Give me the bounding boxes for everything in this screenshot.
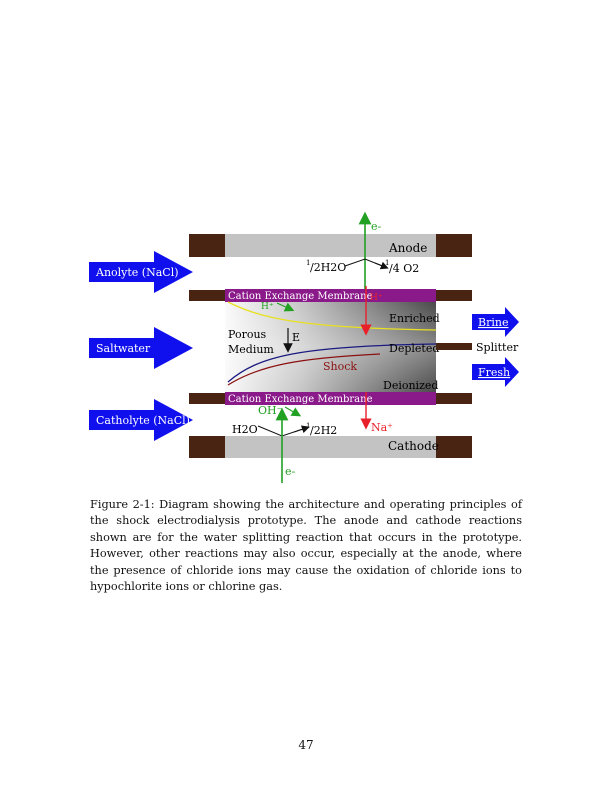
cathode-product: /2H2 <box>310 424 337 437</box>
anolyte-label: Anolyte (NaCl) <box>95 266 179 279</box>
anode-block-right <box>436 234 472 257</box>
figure-caption: Figure 2-1: Diagram showing the architec… <box>90 498 522 594</box>
depleted-curve <box>227 343 437 383</box>
hydroxide-label: OH⁻ <box>258 404 283 417</box>
cathode-block-left <box>189 436 225 458</box>
anode-reactant-frac: 1 <box>306 259 310 267</box>
anode-product: /4 O2 <box>389 262 419 275</box>
membrane-top-label: Cation Exchange Membrane <box>228 291 373 302</box>
membrane-bottom <box>225 392 436 405</box>
page-number: 47 <box>298 738 314 752</box>
cathode-reactant: H2O <box>232 423 258 436</box>
shock-curve <box>227 353 381 386</box>
anode-block-left <box>189 234 225 257</box>
membrane-top <box>225 289 436 302</box>
sodium-ion-label: Na⁺ <box>371 421 393 434</box>
catholyte-arrow <box>89 399 193 441</box>
e-field-label: E <box>292 331 300 344</box>
fresh-arrow <box>472 357 519 387</box>
anode-label: Anode <box>388 241 427 255</box>
splitter-bar <box>436 343 472 350</box>
anolyte-arrow <box>89 251 193 293</box>
h-ion-small: H⁺ <box>261 302 274 312</box>
fresh-label: Fresh <box>478 366 510 379</box>
saltwater-arrow <box>89 327 193 369</box>
brine-arrow <box>472 307 519 337</box>
saltwater-label: Saltwater <box>96 342 151 355</box>
cathode-block-right <box>436 436 472 458</box>
depleted-label: Depleted <box>389 342 439 355</box>
electron-bottom-label: e- <box>285 465 296 478</box>
catholyte-label: Catholyte (NaCl) <box>96 414 190 427</box>
brine-label: Brine <box>478 316 508 329</box>
deionized-label: Deionized <box>383 379 438 392</box>
electron-top-label: e- <box>371 220 382 233</box>
shock-label: Shock <box>323 360 357 373</box>
enriched-label: Enriched <box>389 312 440 325</box>
anode-reactant: /2H2O <box>310 261 346 274</box>
cathode-label: Cathode <box>388 439 439 453</box>
cathode-electrode <box>189 436 472 458</box>
enriched-curve <box>227 301 437 331</box>
anode-electrode <box>189 234 472 257</box>
splitter-label: Splitter <box>476 341 519 354</box>
porous-label-1: Porous <box>228 328 267 341</box>
porous-label-2: Medium <box>228 343 274 356</box>
proton-ion-label: H⁺ <box>370 293 383 303</box>
membrane-bottom-label: Cation Exchange Membrane <box>228 394 373 405</box>
